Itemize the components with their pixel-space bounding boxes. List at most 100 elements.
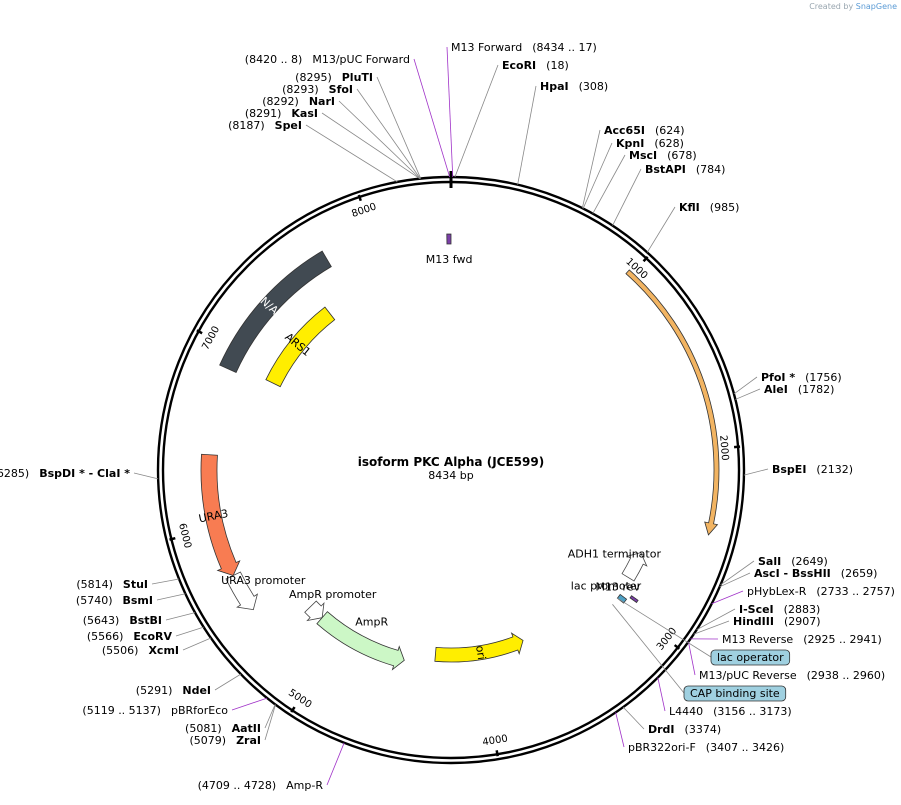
site-phyblex-r[interactable]: pHybLex-R(2733 .. 2757) — [711, 585, 895, 605]
site-leader — [720, 560, 755, 586]
site-sali[interactable]: SalI(2649) — [720, 555, 828, 586]
site-leader — [592, 154, 626, 214]
feature-label-m13-fwd: M13 fwd — [426, 253, 473, 266]
site-ndei[interactable]: NdeI(5291) — [136, 673, 242, 697]
site-name: EcoRI — [502, 59, 536, 72]
site-position: (5643) — [83, 614, 120, 627]
plasmid-length: 8434 bp — [428, 469, 473, 482]
feature-ampr-promoter[interactable]: AmpR promoter — [289, 588, 377, 622]
site-nari[interactable]: NarI(8292) — [262, 95, 421, 179]
site-amp-r[interactable]: Amp-R(4709 .. 4728) — [198, 742, 345, 792]
site-asci-bsshii[interactable]: AscI - BssHII(2659) — [719, 567, 878, 588]
site-position: (8187) — [228, 119, 265, 132]
site-leader — [165, 612, 196, 621]
site-m13-reverse[interactable]: M13 Reverse(2925 .. 2941) — [690, 633, 882, 646]
site-kpni[interactable]: KpnI(628) — [582, 137, 684, 209]
site-spei[interactable]: SpeI(8187) — [228, 119, 398, 183]
feature-shape-m13-fwd — [446, 233, 452, 245]
feature-m13-rev[interactable]: M13 rev — [595, 581, 640, 604]
site-name: SalI — [758, 555, 781, 568]
site-sfoi[interactable]: SfoI(8293) — [282, 83, 421, 179]
credit-brand: SnapGene — [855, 2, 897, 11]
feature-m13-fwd[interactable]: M13 fwd — [426, 233, 473, 266]
feature-label-ori: ori — [473, 645, 488, 661]
feature-ori[interactable]: ori — [434, 632, 524, 663]
site-kasi[interactable]: KasI(8291) — [245, 107, 421, 179]
feature-ampr[interactable]: AmpR — [316, 611, 405, 671]
boxed-label: CAP binding site — [690, 687, 780, 700]
site-leader — [719, 572, 751, 588]
feature-shape-adh1-terminator — [621, 552, 648, 582]
site-m13-puc-forward[interactable]: M13/pUC Forward(8420 .. 8) — [245, 53, 451, 178]
site-leader — [175, 626, 204, 637]
site-hindiii[interactable]: HindIII(2907) — [693, 615, 821, 635]
site-leader — [338, 100, 421, 179]
site-bspdi-clai[interactable]: BspDI * - ClaI *(6285) — [0, 467, 159, 480]
site-msci[interactable]: MscI(678) — [592, 149, 697, 214]
site-leader — [693, 620, 730, 635]
site-position: (1756) — [805, 371, 842, 384]
site-position: (5291) — [136, 684, 173, 697]
site-bstbi[interactable]: BstBI(5643) — [83, 612, 196, 627]
tick-label-2000: 2000 — [717, 435, 730, 461]
tick-4000 — [495, 750, 499, 757]
site-name: PfoI * — [761, 371, 795, 384]
feature-adh1-terminator[interactable]: ADH1 terminator — [568, 548, 662, 582]
site-leader — [711, 590, 744, 605]
site-drdi[interactable]: DrdI(3374) — [622, 706, 721, 736]
site-position: (2907) — [784, 615, 821, 628]
site-position: (5814) — [76, 578, 113, 591]
feature-label-adh1-terminator: ADH1 terminator — [568, 548, 662, 561]
site-m13-puc-reverse[interactable]: M13/pUC Reverse(2938 .. 2960) — [688, 641, 886, 682]
credit-text: Created by — [809, 2, 854, 11]
site-position: (2925 .. 2941) — [803, 633, 882, 646]
site-bspei[interactable]: BspEI(2132) — [743, 463, 853, 476]
site-name: pHybLex-R — [747, 585, 807, 598]
tick-label-4000: 4000 — [482, 733, 509, 748]
tick-8000 — [357, 194, 362, 202]
site-pbr322ori-f[interactable]: pBR322ori-F(3407 .. 3426) — [615, 712, 785, 754]
site-position: (628) — [654, 137, 684, 150]
snapgene-credit: Created by SnapGene — [809, 2, 897, 11]
site-aatii[interactable]: AatII(5081) — [185, 704, 276, 735]
site-bsmi[interactable]: BsmI(5740) — [76, 593, 186, 607]
site-leader — [733, 376, 758, 395]
site-pbrforeco[interactable]: pBRforEco(5119 .. 5137) — [82, 697, 268, 717]
site-ecori[interactable]: EcoRI (18) — [454, 59, 569, 178]
feature-ura3[interactable]: URA3 — [198, 453, 241, 576]
site-position: (1782) — [798, 383, 835, 396]
site-bstapi[interactable]: BstAPI(784) — [612, 163, 726, 226]
site-name: pBRforEco — [171, 704, 228, 717]
site-ecorv[interactable]: EcoRV(5566) — [87, 626, 204, 643]
site-acc65i[interactable]: Acc65I(624) — [581, 124, 685, 209]
site-leader — [517, 85, 537, 185]
site-zrai[interactable]: ZraI(5079) — [190, 704, 276, 747]
site-leader — [446, 46, 454, 178]
site-i-scei[interactable]: I-SceI(2883) — [696, 603, 821, 631]
feature-ura3-promoter[interactable]: URA3 promoter — [221, 571, 306, 611]
site-pfoi[interactable]: PfoI * (1756) — [733, 371, 842, 395]
site-m13-forward[interactable]: M13 Forward(8434 .. 17) — [446, 41, 597, 178]
site-alei[interactable]: AleI(1782) — [735, 383, 835, 400]
feature-lac-promoter[interactable]: lac promoter — [571, 580, 642, 604]
boxed-cap-binding-site[interactable]: CAP binding site — [612, 604, 787, 702]
feature-orf-orange[interactable] — [625, 269, 720, 536]
site-position: (2938 .. 2960) — [807, 669, 886, 682]
site-position: (5740) — [76, 594, 113, 607]
feature-label-lac-promoter: lac promoter — [571, 580, 642, 593]
site-stui[interactable]: StuI(5814) — [76, 578, 180, 591]
boxed-lac-operator[interactable]: lac operator — [617, 597, 791, 666]
site-name: BspEI — [772, 463, 806, 476]
site-l4440[interactable]: L4440(3156 .. 3173) — [657, 677, 792, 718]
site-pluti[interactable]: PluTI(8295) — [295, 71, 422, 179]
feature-ars1[interactable]: ARS1 — [265, 306, 336, 388]
site-name: BspDI * - ClaI * — [39, 467, 130, 480]
site-hpai[interactable]: HpaI(308) — [517, 80, 609, 185]
site-leader — [582, 142, 613, 209]
site-position: (308) — [579, 80, 609, 93]
site-kfli[interactable]: KflI(985) — [646, 201, 739, 253]
site-position: (18) — [546, 59, 569, 72]
tick-1000 — [642, 255, 649, 263]
site-xcmi[interactable]: XcmI(5506) — [102, 637, 212, 657]
